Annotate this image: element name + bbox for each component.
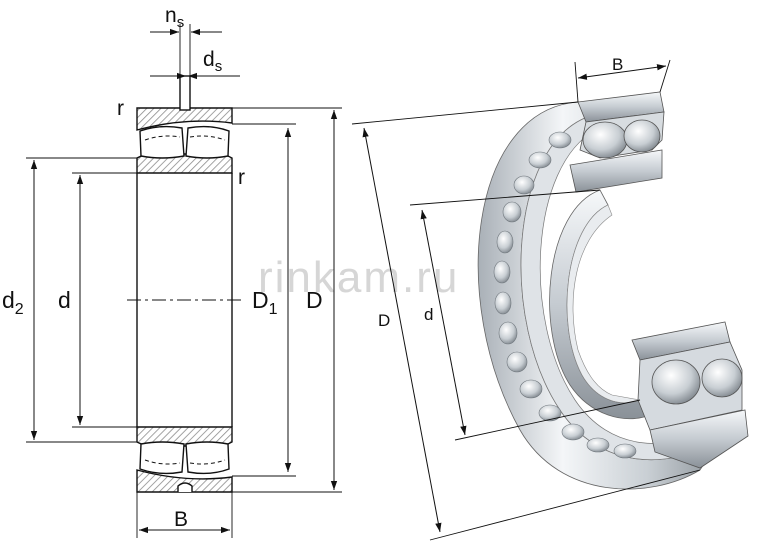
roller-bottom-right bbox=[185, 441, 230, 475]
label-persp-d: d bbox=[424, 305, 433, 324]
lube-hole-top bbox=[179, 75, 191, 111]
label-ns: ns bbox=[165, 4, 184, 31]
label-D1: D1 bbox=[252, 287, 278, 318]
label-r-right: r bbox=[238, 166, 245, 189]
section-view bbox=[26, 24, 342, 538]
top-cutaway bbox=[569, 91, 665, 193]
label-B: B bbox=[174, 508, 188, 531]
perspective-labels: B D d bbox=[378, 55, 623, 330]
label-r-top: r bbox=[117, 97, 124, 120]
roller-bottom-left bbox=[139, 441, 185, 475]
label-d2: d2 bbox=[2, 287, 24, 318]
label-D: D bbox=[306, 287, 323, 313]
outer-ring-top bbox=[136, 107, 233, 131]
label-persp-B: B bbox=[612, 55, 623, 74]
label-d: d bbox=[58, 287, 71, 313]
label-persp-D: D bbox=[378, 311, 390, 330]
perspective-view bbox=[477, 91, 749, 490]
perspective-dimensions bbox=[351, 59, 701, 541]
outer-ring-bottom bbox=[136, 469, 233, 493]
roller-top-left bbox=[139, 125, 185, 159]
lube-groove-bottom bbox=[177, 482, 193, 492]
label-ds: ds bbox=[203, 48, 222, 75]
roller-top-right bbox=[185, 125, 230, 159]
section-labels: ns ds r r d2 d D1 D B bbox=[2, 4, 323, 531]
roller-row bbox=[493, 131, 637, 459]
